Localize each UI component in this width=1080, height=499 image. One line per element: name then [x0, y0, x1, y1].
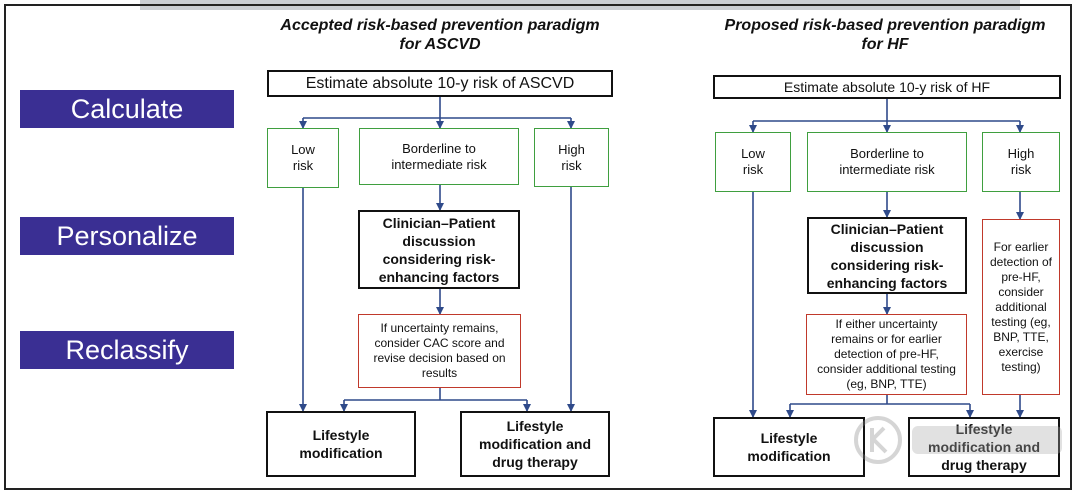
left-discussion-box: Clinician–Patient discussion considering… [358, 210, 520, 289]
left-lifestyle-box: Lifestyle modification [266, 411, 416, 477]
left-estimate-box: Estimate absolute 10-y risk of ASCVD [267, 70, 613, 97]
watermark-logo-icon [854, 416, 1062, 464]
figure-frame [4, 4, 1072, 490]
right-low-risk-box: Low risk [715, 132, 791, 192]
right-high-risk-testing-box: For earlier detection of pre-HF, conside… [982, 219, 1060, 395]
right-high-risk-box: High risk [982, 132, 1060, 192]
right-panel-title: Proposed risk-based prevention paradigm … [724, 17, 1046, 53]
left-drug-therapy-box: Lifestyle modification and drug therapy [460, 411, 610, 477]
right-discussion-box: Clinician–Patient discussion considering… [807, 217, 967, 294]
left-low-risk-box: Low risk [267, 128, 339, 188]
right-borderline-risk-box: Borderline to intermediate risk [807, 132, 967, 192]
stage-reclassify: Reclassify [20, 331, 234, 369]
left-high-risk-box: High risk [534, 128, 609, 187]
stage-personalize: Personalize [20, 217, 234, 255]
right-lifestyle-box: Lifestyle modification [713, 417, 865, 477]
stage-calculate: Calculate [20, 90, 234, 128]
right-estimate-box: Estimate absolute 10-y risk of HF [713, 75, 1061, 99]
left-reclassify-box: If uncertainty remains, consider CAC sco… [358, 314, 521, 388]
left-panel-title: Accepted risk-based prevention paradigm … [280, 17, 600, 53]
left-borderline-risk-box: Borderline to intermediate risk [359, 128, 519, 185]
right-drug-therapy-box: Lifestyle modification and drug therapy [908, 417, 1060, 477]
right-reclassify-box: If either uncertainty remains or for ear… [806, 314, 967, 395]
